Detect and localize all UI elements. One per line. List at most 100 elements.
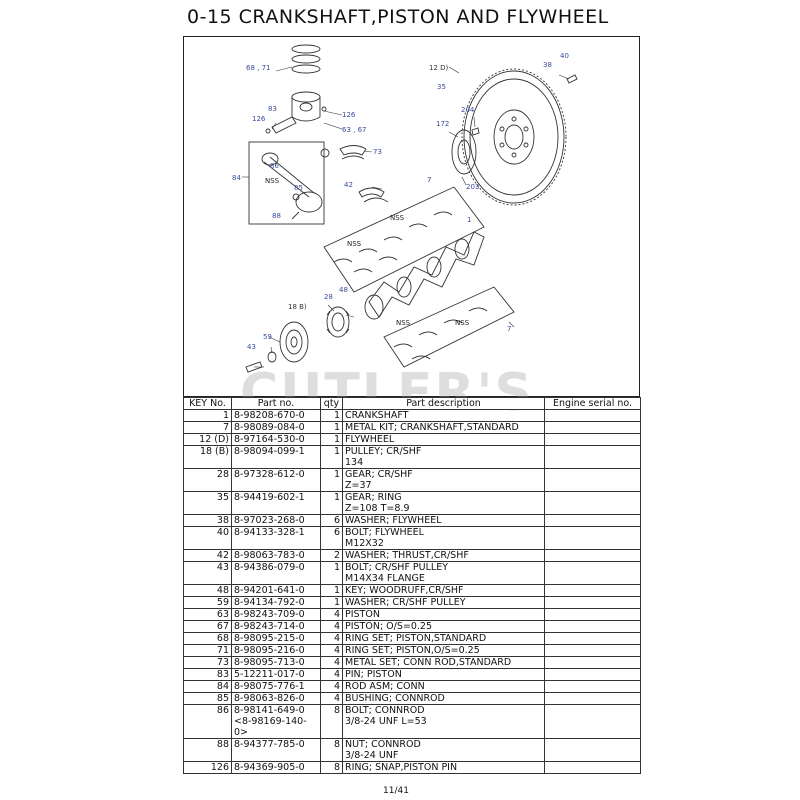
description-line: RING SET; PISTON,STANDARD	[345, 633, 487, 644]
description-line: PIN; PISTON	[345, 669, 402, 680]
nss-label-lower: NSS	[455, 319, 470, 327]
description-line: PULLEY; CR/SHF	[345, 446, 422, 457]
cell-description: PISTON; O/S=0.25	[342, 620, 545, 633]
cell-qty: 4	[320, 668, 343, 681]
part-no-line: 8-98095-216-0	[234, 645, 305, 656]
cell-description: KEY; WOODRUFF,CR/SHF	[342, 584, 545, 597]
callout-35: 35	[437, 83, 446, 91]
description-line: METAL KIT; CRANKSHAFT,STANDARD	[345, 422, 519, 433]
description-line: FLYWHEEL	[345, 434, 395, 445]
callout-63-67: 63 , 67	[342, 126, 367, 134]
header-qty: qty	[320, 397, 343, 410]
cell-part-no: 8-94133-328-1	[231, 526, 321, 550]
part-no-line: 8-94201-641-0	[234, 585, 305, 596]
callout-73: 73	[373, 148, 382, 156]
callout-43: 43	[247, 343, 256, 351]
cell-part-no: 5-12211-017-0	[231, 668, 321, 681]
callout-40: 40	[560, 52, 569, 60]
cell-key: 12 (D)	[183, 433, 232, 446]
cell-key: 67	[183, 620, 232, 633]
cell-qty: 4	[320, 644, 343, 657]
cell-key: 73	[183, 656, 232, 669]
cell-qty: 8	[320, 738, 343, 762]
cell-qty: 4	[320, 620, 343, 633]
cell-part-no: 8-98063-783-0	[231, 549, 321, 562]
cell-qty: 1	[320, 584, 343, 597]
description-line: WASHER; FLYWHEEL	[345, 515, 442, 526]
header-engine-serial: Engine serial no.	[544, 397, 641, 410]
cell-engine-serial	[544, 445, 641, 469]
cell-qty: 1	[320, 445, 343, 469]
cell-key: 84	[183, 680, 232, 693]
cell-part-no: 8-98095-713-0	[231, 656, 321, 669]
description-line: GEAR; CR/SHF	[345, 469, 413, 480]
cell-key: 126	[183, 761, 232, 774]
cell-part-no: 8-98243-709-0	[231, 608, 321, 621]
part-no-line: 8-98243-714-0	[234, 621, 305, 632]
cell-part-no: 8-94419-602-1	[231, 491, 321, 515]
description-line: BUSHING; CONNROD	[345, 693, 445, 704]
cell-description: FLYWHEEL	[342, 433, 545, 446]
cell-qty: 6	[320, 526, 343, 550]
cell-engine-serial	[544, 596, 641, 609]
cell-part-no: 8-94134-792-0	[231, 596, 321, 609]
callout-68-71: 68 , 71	[246, 64, 271, 72]
diagram-drawing: 68 , 71 126 83 126 63 , 67 73 86 84 85 8…	[232, 44, 578, 373]
cell-engine-serial	[544, 738, 641, 762]
cell-engine-serial	[544, 680, 641, 693]
cell-engine-serial	[544, 608, 641, 621]
description-line: 3/8-24 UNF	[345, 750, 399, 761]
callout-18b: 18 B)	[288, 303, 307, 311]
description-line: WASHER; THRUST,CR/SHF	[345, 550, 469, 561]
part-no-line: <8-98169-140-0>	[234, 716, 307, 738]
cell-part-no: 8-98141-649-0<8-98169-140-0>	[231, 704, 321, 739]
description-line: PISTON	[345, 609, 380, 620]
cell-part-no: 8-94377-785-0	[231, 738, 321, 762]
part-no-line: 8-98208-670-0	[234, 410, 305, 421]
cell-part-no: 8-97164-530-0	[231, 433, 321, 446]
cell-key: 63	[183, 608, 232, 621]
part-no-line: 8-94133-328-1	[234, 527, 305, 538]
cell-key: 48	[183, 584, 232, 597]
description-line: M14X34 FLANGE	[345, 573, 425, 584]
nss-label-rod: NSS	[265, 177, 280, 185]
parts-table: KEY No. Part no. qty Part description En…	[183, 397, 641, 774]
cell-engine-serial	[544, 668, 641, 681]
cell-key: 85	[183, 692, 232, 705]
cell-engine-serial	[544, 526, 641, 550]
cell-description: PIN; PISTON	[342, 668, 545, 681]
cell-qty: 2	[320, 549, 343, 562]
cell-part-no: 8-98095-216-0	[231, 644, 321, 657]
cell-description: WASHER; FLYWHEEL	[342, 514, 545, 527]
cell-key: 18 (B)	[183, 445, 232, 469]
description-line: WASHER; CR/SHF PULLEY	[345, 597, 466, 608]
cell-part-no: 8-98075-776-1	[231, 680, 321, 693]
cell-qty: 1	[320, 421, 343, 434]
description-line: BOLT; FLYWHEEL	[345, 527, 424, 538]
cell-key: 38	[183, 514, 232, 527]
callout-126: 126	[252, 115, 266, 123]
part-no-line: 8-94134-792-0	[234, 597, 305, 608]
cell-engine-serial	[544, 632, 641, 645]
description-line: PISTON; O/S=0.25	[345, 621, 432, 632]
cell-engine-serial	[544, 584, 641, 597]
callout-1: 1	[467, 216, 471, 224]
description-line: NUT; CONNROD	[345, 739, 421, 750]
cell-engine-serial	[544, 549, 641, 562]
part-no-line: 8-98095-713-0	[234, 657, 305, 668]
